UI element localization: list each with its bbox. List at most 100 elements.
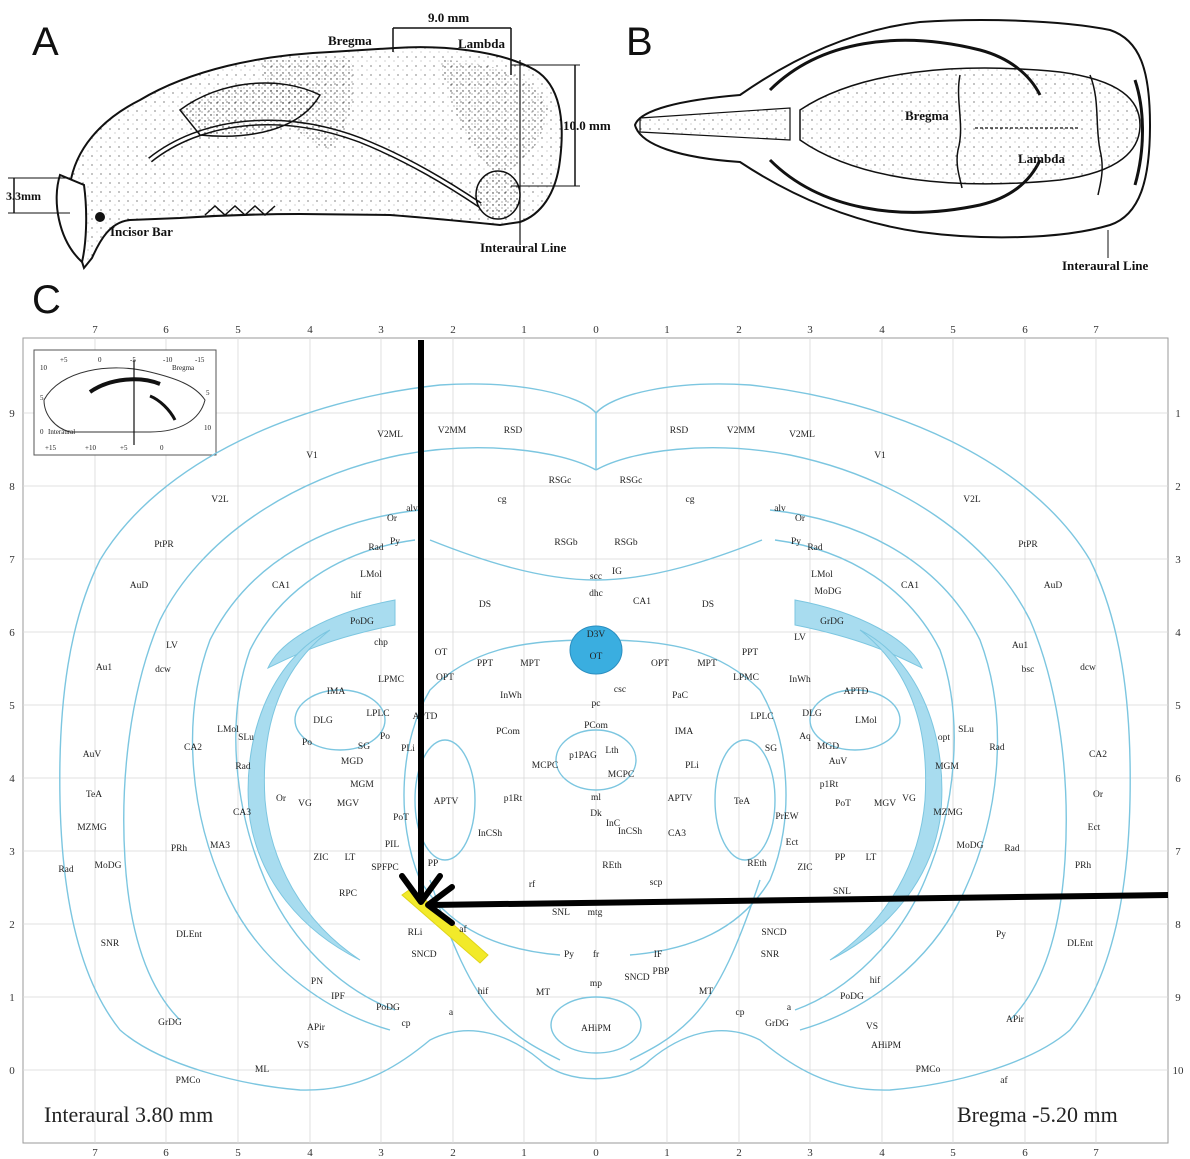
region-label: SNCD	[624, 973, 649, 983]
region-label: SNR	[101, 939, 120, 949]
region-label: IPF	[331, 992, 345, 1002]
x-tick-bottom: 3	[807, 1147, 813, 1159]
region-label: LV	[794, 633, 806, 643]
region-label: InCSh	[478, 829, 503, 839]
x-tick-top: 6	[1022, 324, 1028, 336]
region-label: V2L	[963, 495, 981, 505]
region-label: mtg	[588, 908, 603, 918]
x-tick-top: 1	[521, 324, 527, 336]
x-tick-top: 4	[307, 324, 313, 336]
region-label: Rad	[807, 543, 823, 553]
region-label: LPLC	[366, 709, 389, 719]
region-label: PaC	[672, 691, 688, 701]
y-tick-left: 4	[9, 773, 15, 785]
region-label: SG	[358, 742, 370, 752]
region-label: Ect	[1088, 823, 1101, 833]
region-label: DLG	[313, 716, 333, 726]
label-lambda-b: Lambda	[1018, 151, 1065, 166]
x-tick-top: 6	[163, 324, 169, 336]
region-label: Or	[795, 514, 806, 524]
region-label: VS	[297, 1041, 309, 1051]
inset-sagittal: +5 0 -5 -10 -15 Bregma 10 5 0 Interaural…	[34, 350, 216, 455]
region-label: MT	[536, 988, 550, 998]
inset-tick-bottom-3: +5	[120, 444, 128, 452]
x-tick-bottom: 7	[1093, 1147, 1099, 1159]
region-label: MGM	[350, 780, 374, 790]
region-label: Rad	[989, 743, 1005, 753]
region-label: p1Rt	[504, 794, 523, 804]
region-label: V2MM	[727, 426, 756, 436]
y-tick-right: 2	[1175, 481, 1181, 493]
y-tick-left: 3	[9, 846, 15, 858]
region-label: Rad	[235, 762, 251, 772]
region-label: Or	[1093, 790, 1104, 800]
region-label: SNCD	[411, 950, 436, 960]
x-tick-bottom: 0	[593, 1147, 599, 1159]
x-tick-bottom: 5	[950, 1147, 956, 1159]
region-label: SLu	[238, 733, 254, 743]
x-tick-bottom: 3	[378, 1147, 384, 1159]
x-tick-bottom: 5	[235, 1147, 241, 1159]
region-label: Rad	[1004, 844, 1020, 854]
label-interaural-line-a: Interaural Line	[480, 240, 567, 255]
inset-tick-bottom-4: 0	[160, 444, 164, 452]
y-tick-right: 9	[1175, 992, 1181, 1004]
incisor-lateral	[57, 175, 87, 262]
region-label: IMA	[327, 687, 346, 697]
region-label: DS	[702, 600, 714, 610]
panel-c-atlas: 765432101234567 765432101234567 98765432…	[9, 324, 1184, 1159]
region-label: a	[787, 1003, 792, 1013]
x-tick-top: 2	[450, 324, 456, 336]
region-label: Au1	[1012, 641, 1029, 651]
region-label: opt	[938, 733, 951, 743]
x-tick-top: 1	[664, 324, 670, 336]
region-label: RSGc	[549, 476, 572, 486]
y-tick-left: 1	[9, 992, 15, 1004]
region-label: PRh	[171, 844, 188, 854]
region-label: ml	[591, 793, 601, 803]
x-tick-top: 5	[235, 324, 241, 336]
region-label: fr	[593, 949, 600, 960]
region-label: pc	[592, 699, 601, 709]
x-tick-bottom: 6	[1022, 1147, 1028, 1159]
region-label: LT	[345, 853, 356, 863]
region-label: PCom	[496, 727, 520, 737]
region-label: cp	[402, 1019, 411, 1029]
region-label: MoDG	[95, 861, 122, 871]
region-label: V2ML	[789, 430, 815, 440]
region-label: Ect	[786, 838, 799, 848]
region-label: CA3	[668, 829, 686, 839]
inset-bregma: Bregma	[172, 364, 195, 372]
y-tick-left: 7	[9, 554, 15, 566]
region-label: Py	[390, 537, 400, 547]
y-tick-left: 8	[9, 481, 15, 493]
region-label: APTV	[434, 797, 459, 807]
region-label: DS	[479, 600, 491, 610]
region-label: V1	[874, 451, 886, 461]
region-label: InWh	[789, 675, 811, 685]
label-incisor-bar: Incisor Bar	[110, 224, 173, 239]
region-label: V2MM	[438, 426, 467, 436]
region-label: AuD	[130, 581, 149, 591]
region-label: VG	[902, 794, 916, 804]
y-tick-left: 2	[9, 919, 15, 931]
region-label: LV	[166, 641, 178, 651]
region-label: PRh	[1075, 861, 1092, 871]
region-label: scc	[590, 572, 602, 582]
thalamus-right	[600, 640, 786, 955]
y-tick-left: 5	[9, 700, 15, 712]
x-tick-top: 7	[92, 324, 98, 336]
region-label: LMol	[811, 570, 833, 580]
tympanic-bulla	[476, 171, 520, 219]
label-interaural-line-b: Interaural Line	[1062, 258, 1149, 273]
x-tick-bottom: 2	[450, 1147, 456, 1159]
region-label: GrDG	[820, 617, 844, 627]
region-label: VS	[866, 1022, 878, 1032]
region-label: RPC	[339, 889, 357, 899]
incisor-bar-dot	[95, 212, 105, 222]
region-label: Po	[380, 732, 390, 742]
region-label: RSGb	[554, 538, 577, 548]
region-label: AHiPM	[581, 1024, 612, 1034]
region-label: Dk	[590, 809, 602, 819]
